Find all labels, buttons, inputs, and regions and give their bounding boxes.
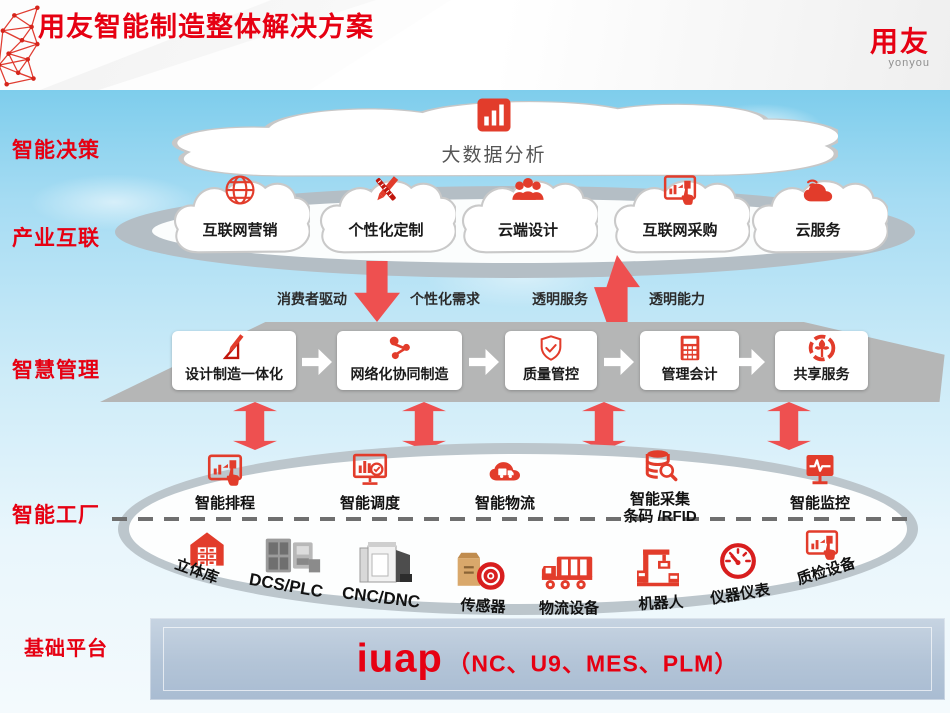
factory-dashed-divider (112, 517, 908, 521)
cnc-machine-icon (354, 540, 418, 588)
flow-label: 消费者驱动 (277, 291, 347, 307)
cloud-wifi-icon (801, 173, 835, 207)
equipment-item (262, 533, 322, 583)
monitor-chart-icon (352, 452, 388, 488)
monitor-pulse-icon (802, 452, 838, 488)
management-box: 共享服务 (775, 331, 868, 390)
big-data-cloud: 大数据分析 (150, 92, 838, 182)
yonyou-logo-en: yonyou (888, 57, 930, 69)
equipment-label: 传感器 (460, 596, 506, 617)
equipment-item (635, 546, 681, 593)
industry-cloud-label: 个性化定制 (348, 222, 424, 239)
ruler-pencil-icon (369, 173, 403, 207)
smart-item-label: 智能监控 (789, 495, 850, 512)
layer-label-factory: 智能工厂 (12, 504, 100, 527)
calculator-icon (676, 334, 704, 362)
layer-label-industry: 产业互联 (12, 227, 100, 250)
warehouse-icon (187, 528, 227, 570)
screen-hand-icon (207, 452, 243, 488)
management-box-label: 管理会计 (661, 366, 718, 382)
industry-cloud-label: 互联网营销 (202, 222, 278, 239)
industry-cloud: 互联网采购 (610, 172, 750, 258)
big-data-label: 大数据分析 (441, 145, 547, 166)
management-box: 设计制造一体化 (172, 331, 296, 390)
management-box: 网络化协同制造 (337, 331, 462, 390)
management-box: 管理会计 (640, 331, 739, 390)
equipment-item (540, 552, 596, 598)
header-decoration (310, 0, 950, 90)
truck-icon (540, 552, 596, 593)
drafting-tools-icon (220, 334, 248, 362)
bar-chart-icon (476, 97, 512, 133)
industry-cloud: 互联网营销 (170, 172, 310, 258)
smart-item: 智能物流 (440, 452, 570, 512)
layer-label-platform: 基础平台 (24, 638, 108, 660)
flow-label: 透明能力 (649, 291, 705, 307)
network-logo-icon (0, 5, 40, 87)
industry-cloud: 云端设计 (458, 172, 598, 258)
industry-cloud-label: 云服务 (795, 222, 841, 239)
equipment-label: 机器人 (638, 593, 684, 614)
dcs-machine-icon (262, 533, 322, 578)
shield-check-icon (537, 334, 565, 362)
sensor-icon (455, 550, 505, 593)
management-box-label: 质量管控 (523, 366, 579, 382)
globe-share-icon (808, 334, 836, 362)
inspection-screen-icon (803, 528, 841, 562)
flow-label: 个性化需求 (410, 291, 480, 307)
layer-label-decision: 智能决策 (12, 139, 100, 162)
industry-cloud: 个性化定制 (316, 172, 456, 258)
share-network-icon (386, 334, 414, 362)
smart-item: 智能调度 (305, 452, 435, 512)
platform-bar-inner-border (163, 627, 932, 691)
robot-crane-icon (635, 546, 681, 588)
equipment-label: 物流设备 (538, 600, 600, 617)
smart-item: 智能采集 条码 /RFID (595, 448, 725, 526)
platform-title: iuap (356, 636, 443, 681)
platform-text: iuap （NC、U9、MES、PLM） (150, 637, 945, 682)
smart-item-label: 智能物流 (474, 495, 535, 512)
yonyou-logo: 用友 yonyou (870, 28, 930, 69)
team-icon (511, 173, 545, 207)
cloud-truck-icon (487, 452, 523, 488)
flow-label: 透明服务 (532, 291, 588, 307)
equipment-item (718, 541, 758, 586)
smart-item: 智能排程 (160, 452, 290, 512)
smart-item-label: 智能排程 (194, 495, 255, 512)
industry-cloud-label: 互联网采购 (642, 222, 718, 239)
platform-detail: （NC、U9、MES、PLM） (447, 650, 739, 677)
page-title: 用友智能制造整体解决方案 (38, 12, 374, 42)
platform-bar: iuap （NC、U9、MES、PLM） (150, 618, 945, 700)
equipment-item (803, 528, 841, 567)
smart-item: 智能监控 (755, 452, 885, 512)
layer-label-management: 智慧管理 (12, 359, 100, 382)
smart-item-label: 智能调度 (339, 495, 400, 512)
equipment-item (354, 540, 418, 593)
equipment-item (455, 550, 505, 598)
yonyou-logo-cn: 用友 (869, 26, 930, 57)
globe-icon (223, 173, 257, 207)
management-box: 质量管控 (505, 331, 597, 390)
industry-cloud: 云服务 (748, 172, 888, 258)
smart-item-label: 智能采集 条码 /RFID (623, 491, 697, 526)
screen-hand-icon (663, 173, 697, 207)
industry-cloud-label: 云端设计 (497, 222, 558, 239)
header: 用友智能制造整体解决方案 用友 yonyou (0, 0, 950, 90)
database-scan-icon (642, 448, 678, 484)
management-box-label: 设计制造一体化 (185, 366, 283, 382)
gauge-icon (718, 541, 758, 581)
management-box-label: 共享服务 (793, 366, 850, 382)
equipment-item (187, 528, 227, 575)
management-box-label: 网络化协同制造 (350, 366, 449, 382)
